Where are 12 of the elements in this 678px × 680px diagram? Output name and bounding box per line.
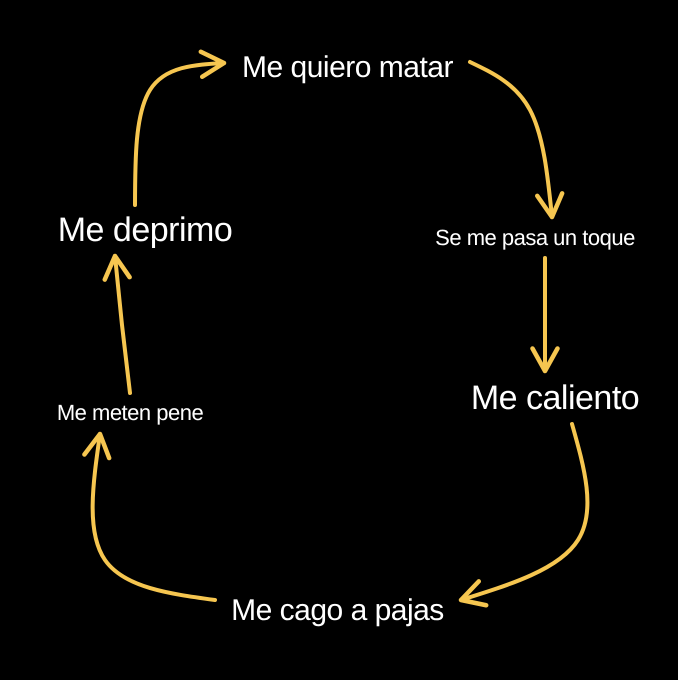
arrow	[468, 60, 564, 220]
step-label: Me caliento	[470, 378, 640, 418]
arrow	[82, 432, 217, 602]
step-label: Me cago a pajas	[231, 594, 444, 628]
step-label: Me meten pene	[56, 400, 204, 426]
arrow	[530, 256, 560, 374]
arrow	[102, 254, 132, 395]
step-label: Me deprimo	[58, 210, 232, 250]
step-label: Me quiero matar	[242, 50, 453, 84]
step-label: Se me pasa un toque	[435, 225, 635, 251]
arrow	[133, 50, 226, 207]
arrow	[458, 422, 590, 608]
